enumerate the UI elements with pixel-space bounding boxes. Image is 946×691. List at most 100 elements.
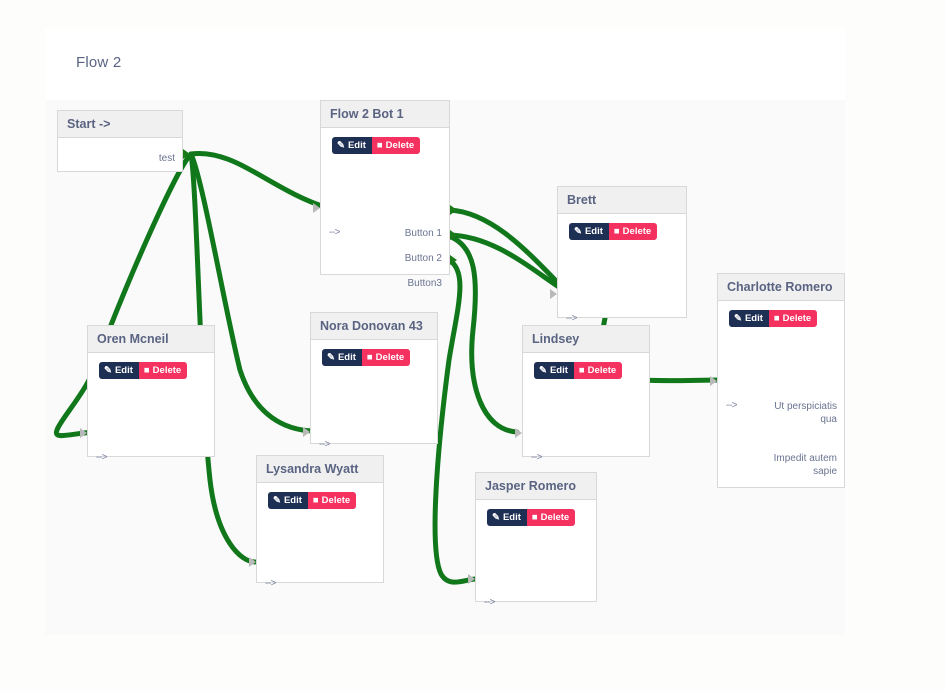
input-port[interactable]: --> (726, 400, 738, 411)
edit-button[interactable]: ✎Edit (569, 223, 609, 240)
node-action-buttons: ✎Edit ■Delete (558, 214, 686, 240)
input-port[interactable]: --> (96, 452, 108, 463)
node-charlotte-romero[interactable]: Charlotte Romero ✎Edit ■Delete --> Ut pe… (717, 273, 845, 488)
node-jasper-romero[interactable]: Jasper Romero ✎Edit ■Delete --> (475, 472, 597, 608)
edit-button[interactable]: ✎Edit (268, 492, 308, 509)
trash-icon: ■ (312, 494, 319, 506)
output-port-impedit-autem-sapie[interactable]: Impedit autem sapie (773, 453, 837, 477)
edge-bot1-b1-to-brett (446, 207, 568, 293)
input-knob-nora[interactable] (303, 427, 310, 437)
input-port[interactable]: --> (484, 597, 496, 608)
node-title: Start -> (58, 111, 182, 138)
input-knob-brett[interactable] (550, 289, 557, 299)
node-title: Oren Mcneil (88, 326, 214, 353)
edit-button[interactable]: ✎Edit (729, 310, 769, 327)
node-title: Lysandra Wyatt (257, 456, 383, 483)
edit-button[interactable]: ✎Edit (322, 349, 362, 366)
trash-icon: ■ (143, 364, 150, 376)
output-port-test[interactable]: test (158, 153, 175, 164)
delete-button[interactable]: ■Delete (361, 349, 411, 366)
output-port-button-1[interactable]: Button 1 (404, 228, 442, 239)
edit-button-label: Edit (283, 495, 302, 506)
node-body: ✎Edit ■Delete --> Button 1 Button 2 Butt… (321, 128, 449, 289)
input-knob-lindsey[interactable] (515, 428, 522, 438)
input-knob-charlotte[interactable] (710, 376, 717, 386)
input-port[interactable]: --> (265, 578, 277, 589)
delete-button[interactable]: ■Delete (371, 137, 421, 154)
node-body: test (58, 138, 182, 171)
node-action-buttons: ✎Edit ■Delete (311, 340, 437, 366)
node-flow-2-bot-1[interactable]: Flow 2 Bot 1 ✎Edit ■Delete --> Button 1 … (320, 100, 450, 289)
output-knob-bot1-button-2[interactable] (450, 230, 457, 240)
node-title: Charlotte Romero (718, 274, 844, 301)
output-port-button-3[interactable]: Button3 (407, 278, 442, 289)
trash-icon: ■ (578, 364, 585, 376)
node-body: ✎Edit ■Delete --> (476, 500, 596, 608)
trash-icon: ■ (773, 312, 780, 324)
node-title: Jasper Romero (476, 473, 596, 500)
input-knob-oren[interactable] (80, 428, 87, 438)
delete-button-label: Delete (540, 512, 570, 523)
flow-canvas[interactable]: .edge { fill: none; stroke: #11771b; str… (45, 100, 845, 635)
node-action-buttons: ✎Edit ■Delete (523, 353, 649, 379)
delete-button-label: Delete (622, 226, 652, 237)
input-knob-jasper[interactable] (468, 574, 475, 584)
edit-button-label: Edit (337, 352, 356, 363)
delete-button[interactable]: ■Delete (307, 492, 357, 509)
node-body: ✎Edit ■Delete --> (558, 214, 686, 324)
edge-bot1-b3-to-jasper (432, 257, 478, 585)
output-port-button-2[interactable]: Button 2 (404, 253, 442, 264)
edit-button-label: Edit (114, 365, 133, 376)
output-knob-start-test[interactable] (183, 149, 190, 159)
output-port-ut-perspiciatis-qua[interactable]: Ut perspiciatis qua (774, 401, 837, 425)
edit-square-icon: ✎ (539, 364, 547, 376)
delete-button-label: Delete (375, 352, 405, 363)
delete-button-label: Delete (152, 365, 182, 376)
output-knob-bot1-button-3[interactable] (450, 255, 457, 265)
node-lysandra-wyatt[interactable]: Lysandra Wyatt ✎Edit ■Delete --> (256, 455, 384, 589)
edit-square-icon: ✎ (327, 351, 335, 363)
edit-square-icon: ✎ (734, 312, 742, 324)
node-action-buttons: ✎Edit ■Delete (88, 353, 214, 379)
trash-icon: ■ (366, 351, 373, 363)
flow-header-band: Flow 2 (45, 28, 845, 100)
edit-button-label: Edit (584, 226, 603, 237)
node-body: ✎Edit ■Delete --> (257, 483, 383, 589)
input-knob-lysandra[interactable] (249, 557, 256, 567)
delete-button[interactable]: ■Delete (573, 362, 623, 379)
edit-button-label: Edit (744, 313, 763, 324)
edit-button-label: Edit (347, 140, 366, 151)
node-action-buttons: ✎Edit ■Delete (257, 483, 383, 509)
input-port[interactable]: --> (319, 439, 331, 450)
edge-bot1-b2-to-lindsey (446, 233, 520, 435)
edit-square-icon: ✎ (574, 225, 582, 237)
edit-button[interactable]: ✎Edit (332, 137, 372, 154)
input-port[interactable]: --> (531, 452, 543, 463)
node-oren-mcneil[interactable]: Oren Mcneil ✎Edit ■Delete --> (87, 325, 215, 463)
delete-button[interactable]: ■Delete (526, 509, 576, 526)
delete-button-label: Delete (385, 140, 415, 151)
node-brett[interactable]: Brett ✎Edit ■Delete --> (557, 186, 687, 324)
input-port[interactable]: --> (566, 313, 578, 324)
edit-button[interactable]: ✎Edit (487, 509, 527, 526)
node-action-buttons: ✎Edit ■Delete (321, 128, 449, 154)
node-title: Flow 2 Bot 1 (321, 101, 449, 128)
node-start[interactable]: Start -> test (57, 110, 183, 172)
node-lindsey[interactable]: Lindsey ✎Edit ■Delete --> (522, 325, 650, 463)
trash-icon: ■ (376, 139, 383, 151)
edit-square-icon: ✎ (492, 511, 500, 523)
delete-button[interactable]: ■Delete (608, 223, 658, 240)
edit-button[interactable]: ✎Edit (99, 362, 139, 379)
edit-square-icon: ✎ (104, 364, 112, 376)
input-knob-bot1[interactable] (313, 203, 320, 213)
node-nora-donovan-43[interactable]: Nora Donovan 43 ✎Edit ■Delete --> (310, 312, 438, 450)
delete-button-label: Delete (587, 365, 617, 376)
delete-button[interactable]: ■Delete (138, 362, 188, 379)
delete-button[interactable]: ■Delete (768, 310, 818, 327)
output-knob-bot1-button-1[interactable] (450, 205, 457, 215)
input-port[interactable]: --> (329, 227, 341, 238)
edit-button[interactable]: ✎Edit (534, 362, 574, 379)
edge-bot1-b2-to-brett (446, 232, 568, 294)
edit-button-label: Edit (502, 512, 521, 523)
